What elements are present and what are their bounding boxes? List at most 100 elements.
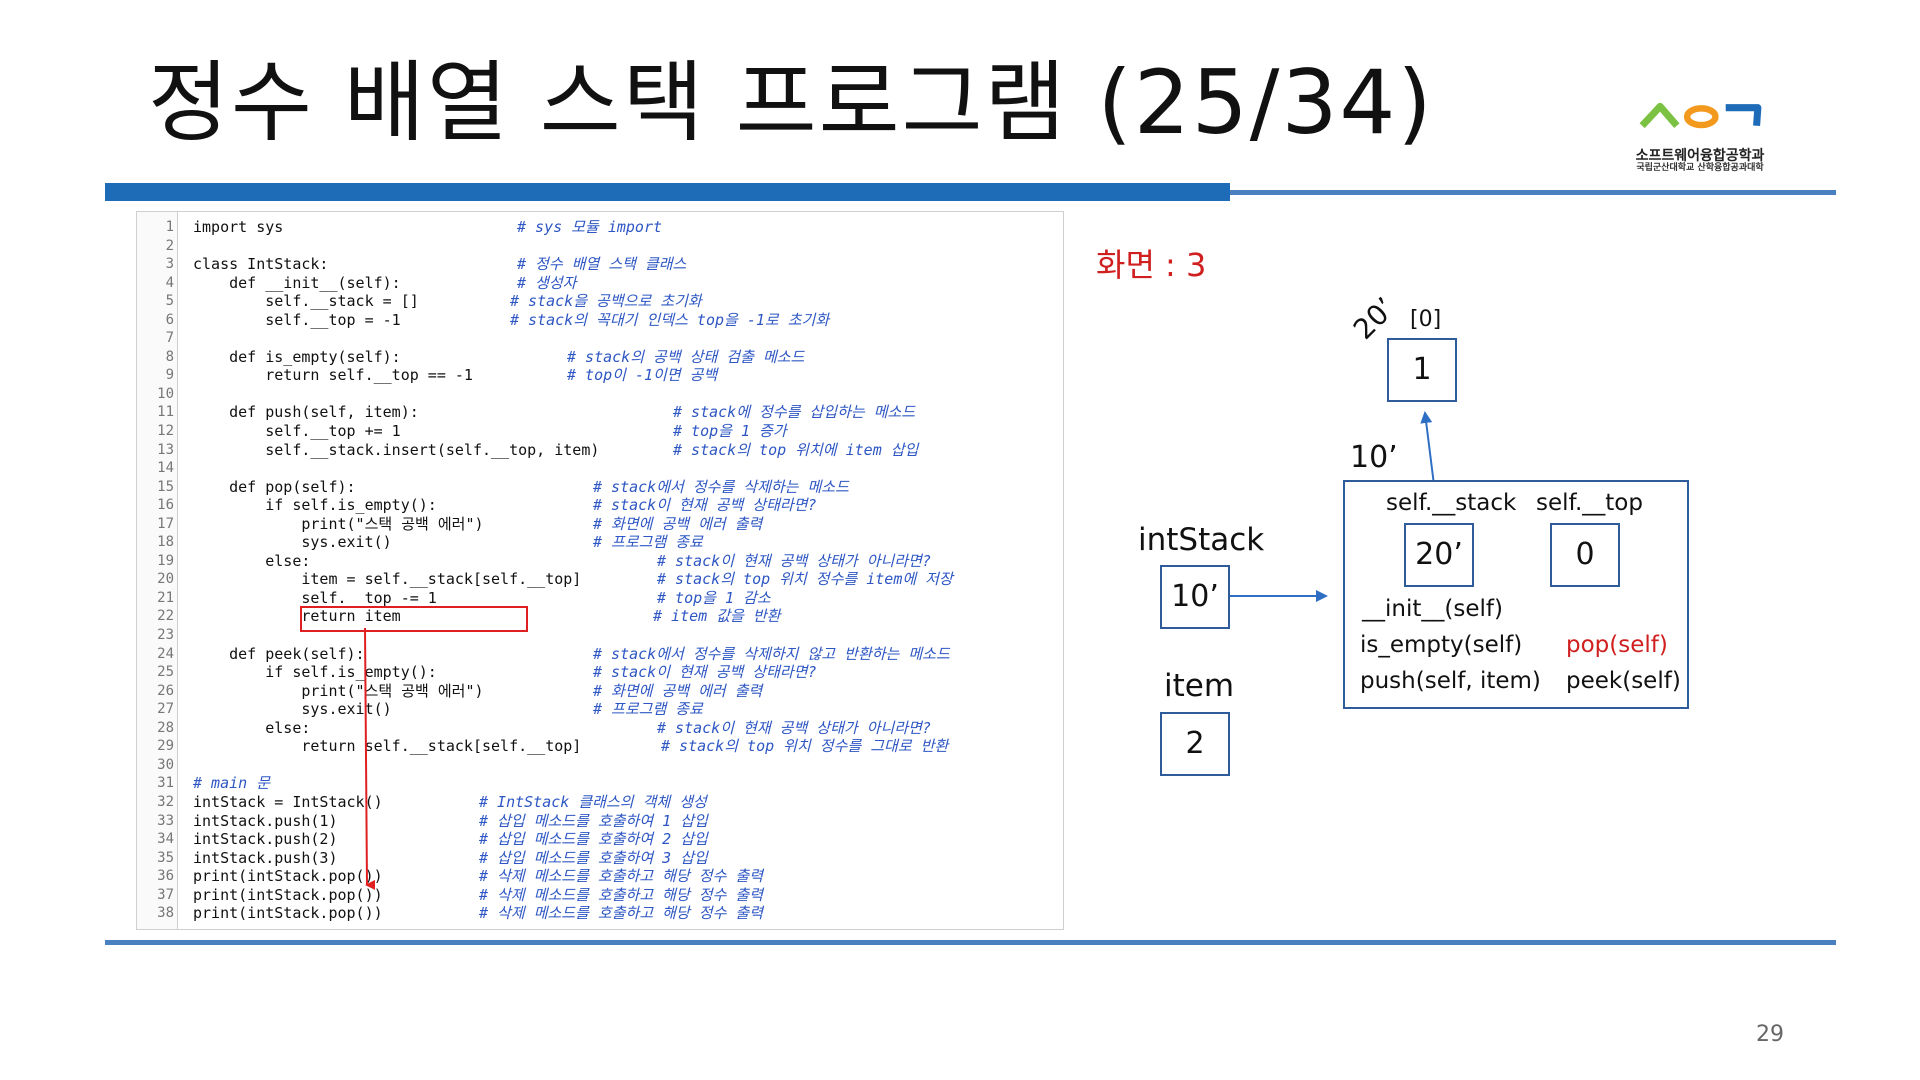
- line-number: 35: [157, 849, 174, 866]
- code-comment: # 화면에 공백 에러 출력: [593, 681, 763, 700]
- var-intstack-value: 10’: [1160, 565, 1230, 629]
- line-number: 19: [157, 552, 174, 569]
- code-comment: # item 값을 반환: [653, 607, 781, 626]
- code-comment: # 화면에 공백 에러 출력: [593, 514, 763, 533]
- code-comment: # 삽입 메소드를 호출하여 1 삽입: [479, 811, 708, 830]
- code-comment: # stack에 정수를 삽입하는 메소드: [673, 403, 916, 422]
- code-text: intStack.push(2): [193, 830, 338, 849]
- code-line: 9 return self.__top == -1# top이 -1이면 공백: [137, 366, 1063, 385]
- line-number: 3: [165, 256, 174, 273]
- code-text: class IntStack:: [193, 255, 329, 274]
- line-number: 12: [157, 423, 174, 440]
- screen-output-label: 화면 : 3: [1096, 246, 1207, 284]
- line-number: 33: [157, 812, 174, 829]
- code-comment: # IntStack 클래스의 객체 생성: [479, 792, 707, 811]
- line-number: 7: [165, 330, 174, 347]
- code-comment: # 정수 배열 스택 클래스: [517, 255, 687, 274]
- line-number: 21: [157, 589, 174, 606]
- logo-text: 소프트웨어융합공학과: [1635, 148, 1765, 164]
- var-intstack-label: intStack: [1138, 522, 1265, 558]
- code-text: print(intStack.pop()): [193, 904, 383, 923]
- var-item-label: item: [1164, 668, 1235, 704]
- title-bar-thin: [1230, 190, 1836, 195]
- code-text: def push(self, item):: [193, 403, 419, 422]
- code-line: 31# main 문: [137, 774, 1063, 793]
- code-text: print("스택 공백 에러"): [193, 681, 484, 700]
- line-number: 34: [157, 831, 174, 848]
- department-logo: [1639, 102, 1762, 129]
- array-cell-0: 1: [1387, 338, 1457, 402]
- code-text: sys.exit(): [193, 700, 392, 719]
- code-text: if self.is_empty():: [193, 663, 437, 682]
- code-line: 26 print("스택 공백 에러")# 화면에 공백 에러 출력: [137, 682, 1063, 701]
- method-init: __init__(self): [1362, 596, 1503, 622]
- method-push: push(self, item): [1360, 668, 1541, 694]
- code-line: 6 self.__top = -1# stack의 꼭대기 인덱스 top을 -…: [137, 311, 1063, 330]
- code-text: return self.__stack[self.__top]: [193, 737, 582, 756]
- line-number: 13: [157, 441, 174, 458]
- code-comment: # stack의 공백 상태 검출 메소드: [567, 347, 805, 366]
- line-number: 18: [157, 534, 174, 551]
- code-line: 27 sys.exit()# 프로그램 종료: [137, 700, 1063, 719]
- line-number: 5: [165, 293, 174, 310]
- line-number: 14: [157, 460, 174, 477]
- title-bar: [105, 183, 1230, 201]
- line-number: 4: [165, 274, 174, 291]
- code-comment: # 삽입 메소드를 호출하여 3 삽입: [479, 848, 708, 867]
- code-line: 7: [137, 329, 1063, 348]
- field-stack-label: self.__stack: [1386, 490, 1517, 516]
- code-comment: # stack의 top 위치 정수를 item에 저장: [657, 570, 953, 589]
- line-number: 30: [157, 756, 174, 773]
- code-line: 16 if self.is_empty():# stack이 현재 공백 상태라…: [137, 496, 1063, 515]
- code-line: 3 class IntStack: # 정수 배열 스택 클래스: [137, 255, 1063, 274]
- code-comment: # stack의 top 위치 정수를 그대로 반환: [661, 737, 949, 756]
- code-comment: # stack에서 정수를 삭제하지 않고 반환하는 메소드: [593, 644, 950, 663]
- code-line: 28 else:# stack이 현재 공백 상태가 아니라면?: [137, 719, 1063, 738]
- code-line: 20 item = self.__stack[self.__top]# stac…: [137, 570, 1063, 589]
- code-line: 32 intStack = IntStack() # IntStack 클래스의 객…: [137, 793, 1063, 812]
- code-comment: # 프로그램 종료: [593, 700, 703, 719]
- intstack-object: [1343, 480, 1689, 709]
- code-text: self.__top += 1: [193, 422, 401, 441]
- code-line: 29 return self.__stack[self.__top] # stac…: [137, 737, 1063, 756]
- line-number: 37: [157, 886, 174, 903]
- code-text: if self.is_empty():: [193, 496, 437, 515]
- code-text: return item: [193, 607, 401, 626]
- code-text: else:: [193, 551, 311, 570]
- code-text: def peek(self):: [193, 644, 365, 663]
- line-number: 29: [157, 738, 174, 755]
- line-number: 38: [157, 905, 174, 922]
- code-line: 18 sys.exit()# 프로그램 종료: [137, 533, 1063, 552]
- code-text: print(intStack.pop()): [193, 885, 383, 904]
- code-line: 19 else:# stack이 현재 공백 상태가 아니라면?: [137, 552, 1063, 571]
- line-number: 8: [165, 348, 174, 365]
- field-top-value: 0: [1550, 523, 1620, 587]
- code-text: else:: [193, 718, 311, 737]
- line-number: 22: [157, 608, 174, 625]
- object-address: 10’: [1350, 440, 1398, 475]
- line-number: 32: [157, 793, 174, 810]
- code-line: 8 def is_empty(self):# stack의 공백 상태 검출 메…: [137, 348, 1063, 367]
- code-line: 23: [137, 626, 1063, 645]
- line-number: 15: [157, 478, 174, 495]
- code-line: 13 self.__stack.insert(self.__top, item)…: [137, 441, 1063, 460]
- code-text: import sys: [193, 218, 284, 236]
- code-line: 15 def pop(self):# stack에서 정수를 삭제하는 메소드: [137, 478, 1063, 497]
- code-comment: # 삽입 메소드를 호출하여 2 삽입: [479, 830, 708, 849]
- code-text: intStack = IntStack(): [193, 792, 383, 811]
- code-line: 22 return item # item 값을 반환: [137, 607, 1063, 626]
- line-number: 17: [157, 515, 174, 532]
- line-number: 6: [165, 311, 174, 328]
- code-comment: # 프로그램 종료: [593, 533, 703, 552]
- code-text: self.__top -= 1: [193, 588, 437, 607]
- field-stack-value: 20’: [1404, 523, 1474, 587]
- code-line: 37 print(intStack.pop()) # 삭제 메소드를 호출하고 해당…: [137, 886, 1063, 905]
- code-comment: # 삭제 메소드를 호출하고 해당 정수 출력: [479, 885, 764, 904]
- code-comment: # stack의 꼭대기 인덱스 top을 -1로 초기화: [510, 310, 830, 329]
- code-comment: # stack이 현재 공백 상태가 아니라면?: [657, 718, 931, 737]
